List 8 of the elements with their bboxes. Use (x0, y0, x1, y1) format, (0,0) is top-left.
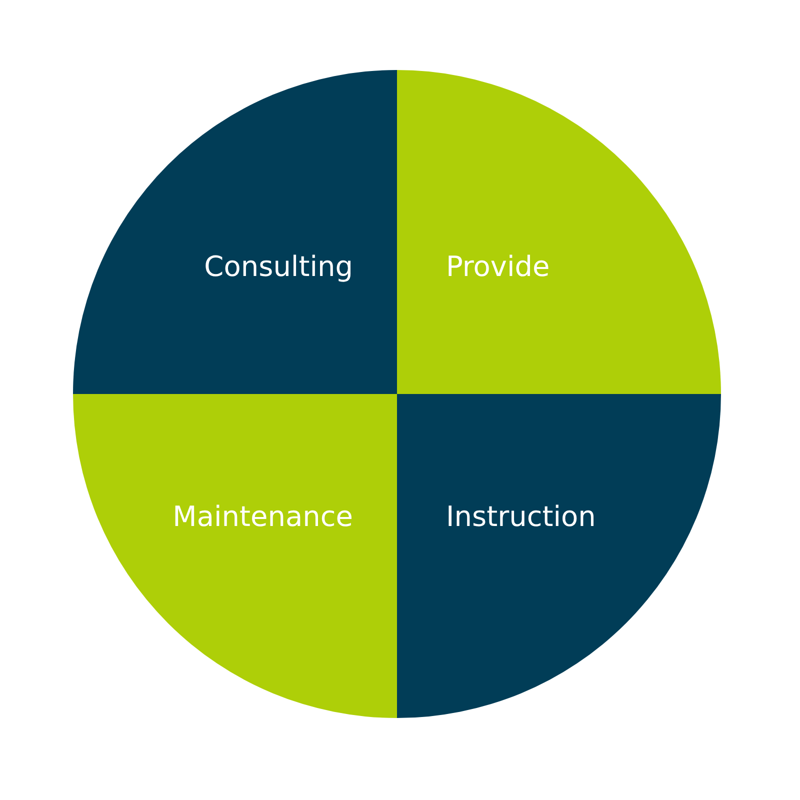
quadrant-segment (397, 394, 721, 718)
segment-label: Instruction (446, 500, 596, 534)
quadrant-segment (73, 70, 397, 394)
quadrant-segment (73, 394, 397, 718)
quadrant-segment (397, 70, 721, 394)
segment-label: Maintenance (172, 500, 353, 534)
segment-label: Consulting (204, 250, 353, 284)
segment-label: Provide (446, 250, 550, 284)
